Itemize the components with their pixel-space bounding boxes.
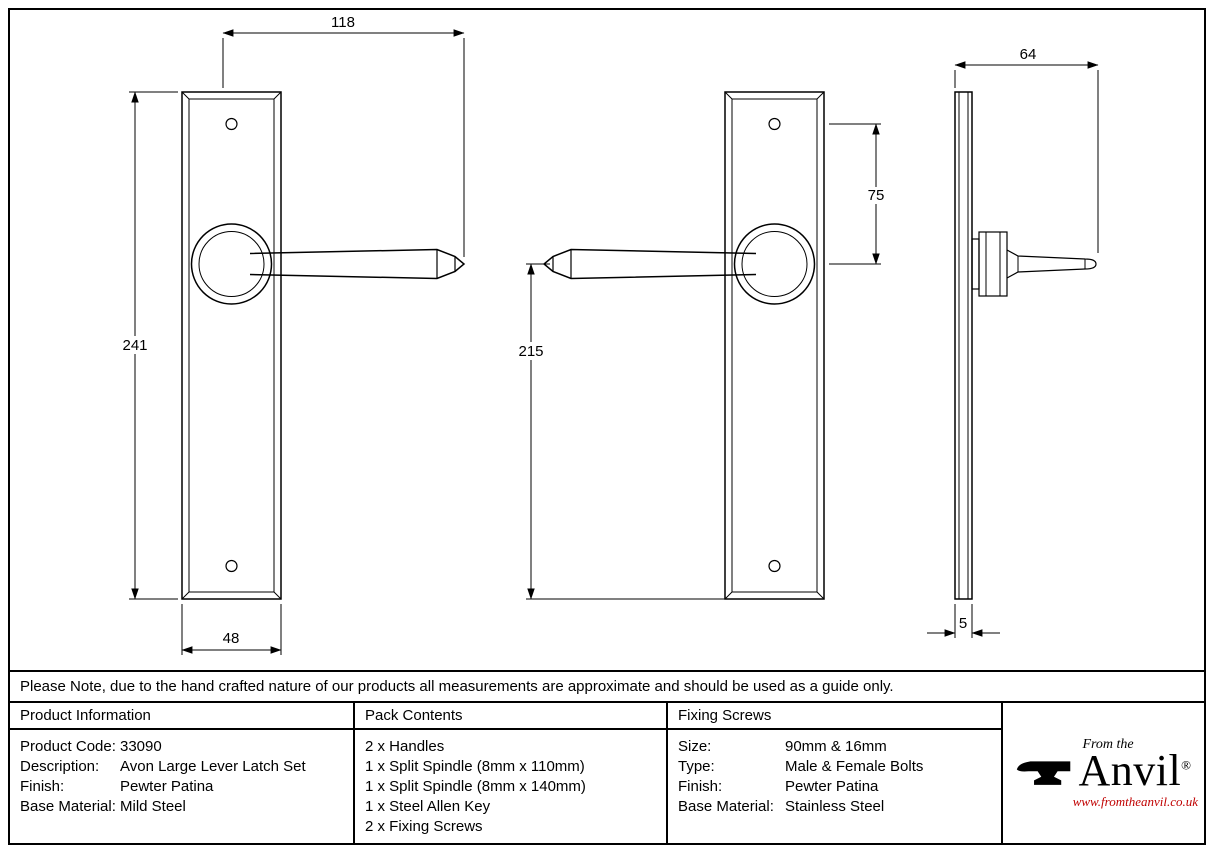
pack-item: 2 x Handles bbox=[365, 738, 445, 755]
brand-logo-text: From the Anvil® bbox=[1078, 737, 1191, 793]
row-value: Pewter Patina bbox=[785, 778, 879, 795]
row-value: Avon Large Lever Latch Set bbox=[120, 758, 306, 775]
row-value: 33090 bbox=[120, 738, 162, 755]
rose-side bbox=[971, 238, 980, 290]
row-value: Pewter Patina bbox=[120, 778, 214, 795]
row-label: Product Code: bbox=[20, 738, 116, 755]
header-pack-contents: Pack Contents bbox=[355, 703, 668, 730]
front-view-left bbox=[181, 91, 466, 600]
fixing-screws-cell: Size: 90mm & 16mm Type: Male & Female Bolt… bbox=[668, 730, 1003, 843]
screw-hole bbox=[768, 559, 781, 573]
collar-side bbox=[978, 231, 1008, 297]
dim-front-plate-height: 241 bbox=[122, 337, 147, 354]
front-view-middle bbox=[542, 91, 825, 600]
row-label: Description: bbox=[20, 758, 100, 775]
header-fixing-screws: Fixing Screws bbox=[668, 703, 1003, 730]
dim-side-plate-thickness: 5 bbox=[959, 615, 967, 632]
spec-sheet: 118 241 48 75 215 64 5 Please Note, due … bbox=[8, 8, 1206, 845]
row-value: Male & Female Bolts bbox=[785, 758, 924, 775]
row-value: Stainless Steel bbox=[785, 798, 885, 815]
technical-drawing-area: 118 241 48 75 215 64 5 bbox=[10, 10, 1204, 672]
pack-item: 2 x Fixing Screws bbox=[365, 818, 483, 835]
dimension-labels: 118 241 48 75 215 64 5 bbox=[122, 14, 1036, 647]
rose-outer bbox=[733, 223, 816, 305]
brand-tagline: From the bbox=[1082, 736, 1134, 752]
header-product-information: Product Information bbox=[10, 703, 355, 730]
brand-name-text: Anvil bbox=[1078, 745, 1182, 795]
product-information-cell: Product Code:33090 Description: Avon Larg… bbox=[10, 730, 355, 843]
rose-outer bbox=[190, 223, 273, 305]
dim-side-projection: 64 bbox=[1020, 46, 1037, 63]
note-bar: Please Note, due to the hand crafted nat… bbox=[10, 672, 1204, 703]
dimension-label-masks bbox=[114, 187, 891, 360]
brand-name: Anvil® bbox=[1078, 745, 1192, 795]
rose-inner bbox=[198, 231, 265, 297]
brand-logo-cell: From the Anvil® www.fromtheanvil.co.uk bbox=[1003, 703, 1204, 843]
dim-mid-centre-to-bottom: 215 bbox=[518, 343, 543, 360]
row-label: Finish: bbox=[678, 778, 723, 795]
lever-side bbox=[1006, 249, 1097, 279]
row-value: 90mm & 16mm bbox=[785, 738, 887, 755]
screw-hole bbox=[225, 559, 238, 573]
screw-hole bbox=[225, 117, 238, 131]
technical-drawing-svg: 118 241 48 75 215 64 5 bbox=[114, 14, 1099, 655]
row-label: Size: bbox=[678, 738, 712, 755]
fixing-row: Base Material: Stainless Steel bbox=[678, 797, 991, 817]
fixing-row: Size: 90mm & 16mm bbox=[678, 737, 991, 757]
fixing-row: Type: Male & Female Bolts bbox=[678, 757, 991, 777]
screw-hole bbox=[768, 117, 781, 131]
side-view bbox=[954, 91, 1097, 600]
registered-mark: ® bbox=[1181, 756, 1192, 772]
dim-mid-top-to-centre: 75 bbox=[868, 187, 885, 204]
row-label: Type: bbox=[678, 758, 715, 775]
row-label: Finish: bbox=[20, 778, 65, 795]
pack-item: 1 x Steel Allen Key bbox=[365, 798, 491, 815]
dim-front-handle-length: 118 bbox=[331, 14, 355, 31]
pack-item: 1 x Split Spindle (8mm x 140mm) bbox=[365, 778, 586, 795]
row-value: Mild Steel bbox=[120, 798, 186, 815]
info-table: Product Information Pack Contents Fixing… bbox=[10, 703, 1204, 843]
brand-logo: From the Anvil® bbox=[1015, 737, 1191, 793]
pack-item: 1 x Split Spindle (8mm x 110mm) bbox=[365, 758, 585, 775]
row-label: Base Material: bbox=[678, 798, 774, 815]
lever-handle bbox=[249, 248, 466, 280]
note-text: Please Note, due to the hand crafted nat… bbox=[20, 678, 894, 695]
rose-inner bbox=[741, 231, 808, 297]
fixing-row: Finish: Pewter Patina bbox=[678, 777, 991, 797]
product-row: Base Material:Mild Steel bbox=[20, 797, 343, 817]
product-row: Product Code:33090 bbox=[20, 737, 343, 757]
brand-url: www.fromtheanvil.co.uk bbox=[1072, 793, 1198, 809]
anvil-icon bbox=[1017, 760, 1071, 785]
lever-handle bbox=[542, 248, 757, 280]
pack-contents-cell: 2 x Handles 1 x Split Spindle (8mm x 110… bbox=[355, 730, 668, 843]
row-label: Base Material: bbox=[20, 798, 116, 815]
product-row: Finish: Pewter Patina bbox=[20, 777, 343, 797]
product-row: Description: Avon Large Lever Latch Set bbox=[20, 757, 343, 777]
dim-front-plate-width: 48 bbox=[223, 630, 240, 647]
